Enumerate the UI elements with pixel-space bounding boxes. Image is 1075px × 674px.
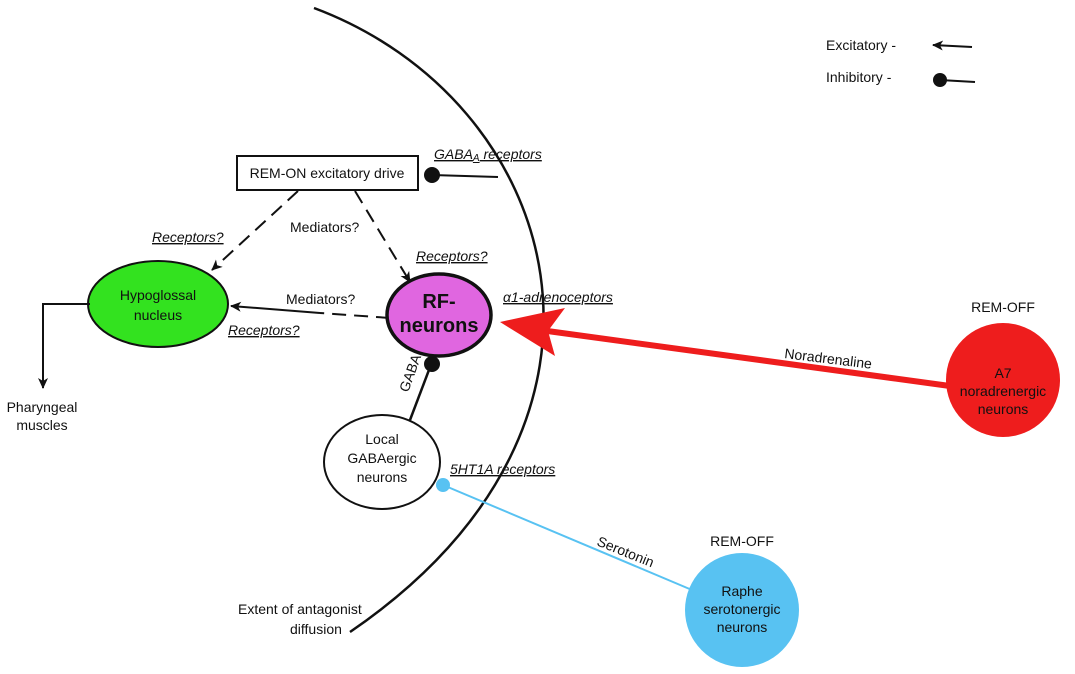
- serotonin-label: Serotonin: [595, 533, 657, 570]
- mediators-label-top: Mediators?: [290, 219, 359, 235]
- rf-label-line2: neurons: [400, 315, 479, 337]
- ht1a-receptors-label: 5HT1A receptors: [450, 461, 555, 477]
- gabaa-receptors-label: GABAA receptors: [434, 146, 542, 164]
- receptors-label-rf-top: Receptors?: [416, 248, 488, 264]
- a7-rem-off-label: REM-OFF: [971, 299, 1035, 315]
- rf-label-line1: RF-: [422, 291, 455, 313]
- rem-on-to-hypoglossal-dashed: [211, 190, 299, 271]
- antagonist-extent-arc: [313, 6, 545, 634]
- raphe-serotonergic-node: [685, 553, 799, 667]
- a7-label-line3: neurons: [978, 401, 1029, 417]
- extent-label-line1: Extent of antagonist: [238, 601, 362, 617]
- rf-neurons-node: [385, 272, 493, 358]
- legend-excitatory-arrow: [932, 40, 973, 51]
- a7-label-line2: noradrenergic: [960, 383, 1046, 399]
- noradrenaline-arrowhead: [500, 308, 565, 356]
- extent-label-line2: diffusion: [290, 621, 342, 637]
- gaba-label: GABA: [396, 351, 425, 394]
- gaba-inhibitory-line: [408, 361, 434, 421]
- rem-on-label: REM-ON excitatory drive: [250, 165, 405, 181]
- local-gabaergic-node: [323, 414, 441, 510]
- hypoglossal-label-line2: nucleus: [134, 307, 182, 323]
- noradrenaline-line: [539, 327, 951, 389]
- local-gaba-label-line2: GABAergic: [347, 450, 416, 466]
- serotonin-inhibitory-dot: [436, 478, 450, 492]
- rf-to-hypoglossal-arrow: [230, 301, 321, 314]
- alpha1-receptors-label: α1-adrenoceptors: [503, 289, 613, 305]
- mediators-label-mid: Mediators?: [286, 291, 355, 307]
- raphe-label-line2: serotonergic: [703, 601, 780, 617]
- legend-excitatory-label: Excitatory -: [826, 37, 896, 53]
- pharyngeal-label-line1: Pharyngeal: [7, 399, 78, 415]
- hypoglossal-nucleus-node: [87, 260, 229, 348]
- local-gaba-label-line1: Local: [365, 431, 398, 447]
- hypoglossal-label-line1: Hypoglossal: [120, 287, 196, 303]
- raphe-rem-off-label: REM-OFF: [710, 533, 774, 549]
- local-gaba-label-line3: neurons: [357, 469, 408, 485]
- gaba-inhibitory-dot: [424, 356, 440, 372]
- gabaa-inhibitory-dot: [424, 167, 440, 183]
- pharyngeal-label-line2: muscles: [16, 417, 67, 433]
- raphe-label-line3: neurons: [717, 619, 768, 635]
- receptors-label-hypoglossal-mid: Receptors?: [228, 322, 300, 338]
- rf-to-hypoglossal-dashed: [319, 312, 391, 319]
- hypoglossal-to-pharyngeal-arrow: [38, 303, 90, 389]
- gabaa-inhibitory-line: [431, 174, 499, 178]
- serotonin-line: [442, 484, 693, 591]
- legend-inhibitory-dot: [933, 73, 947, 87]
- receptors-label-hypoglossal-top: Receptors?: [152, 229, 224, 245]
- rem-on-box: [236, 155, 419, 191]
- a7-noradrenergic-node: [946, 323, 1060, 437]
- legend-inhibitory-label: Inhibitory -: [826, 69, 892, 85]
- a7-label-line1: A7: [994, 365, 1011, 381]
- rem-on-to-rf-dashed: [354, 190, 411, 283]
- raphe-label-line1: Raphe: [721, 583, 762, 599]
